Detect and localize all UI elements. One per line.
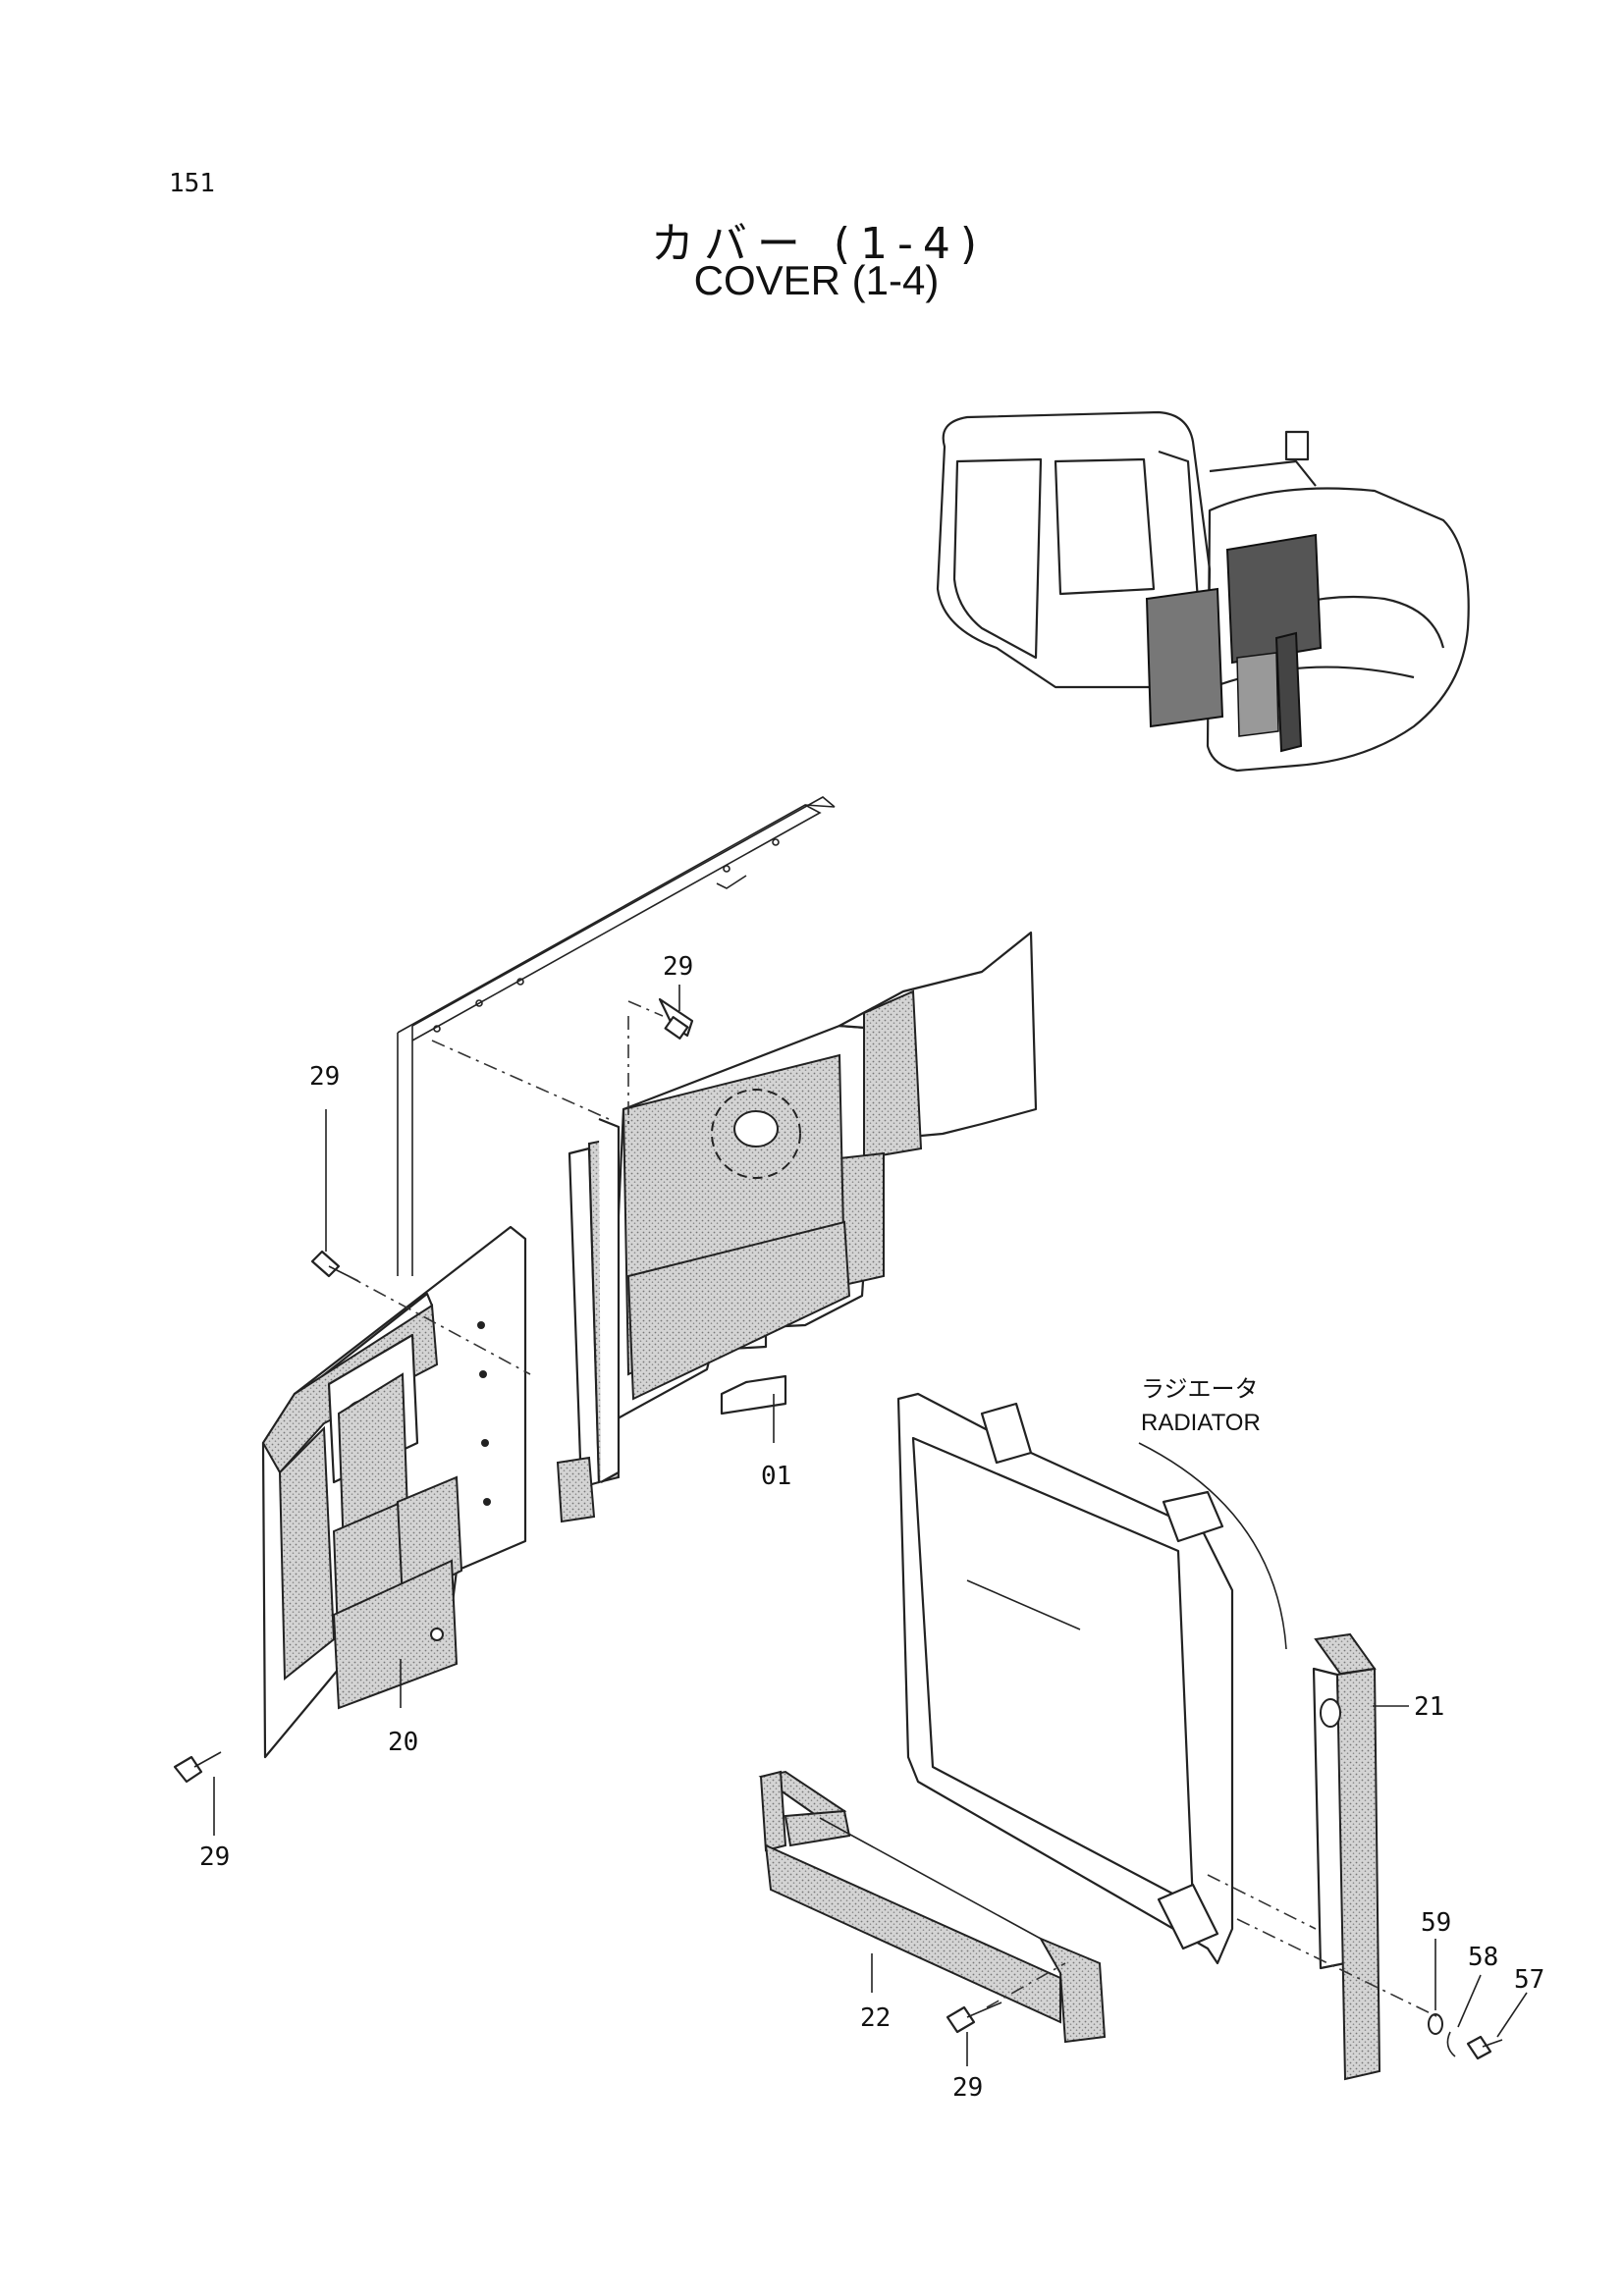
callout-57: 57 [1514, 1965, 1544, 1995]
bolt-29-bottom [946, 2002, 1002, 2034]
assembly-lines [348, 1000, 1439, 2018]
callout-22: 22 [860, 2003, 891, 2033]
page-title: COVER (1-4) [693, 257, 940, 303]
radiator-label-japanese: ラジエータ [1141, 1376, 1259, 1403]
callout-29-bottom: 29 [952, 2073, 983, 2103]
washer-59 [1428, 2013, 1443, 2035]
part-22-seal [758, 1770, 1107, 2044]
callout-21: 21 [1414, 1692, 1444, 1722]
mounting-frame [397, 796, 836, 1276]
callout-29-bottom-left: 29 [199, 1842, 230, 1872]
part-01-cover [556, 931, 1038, 1523]
callout-59: 59 [1421, 1908, 1451, 1938]
callout-58: 58 [1468, 1943, 1498, 1972]
radiator-label: RADIATOR [1141, 1410, 1261, 1436]
page-number: 151 [169, 169, 215, 198]
radiator [896, 1392, 1287, 1965]
callout-01: 01 [761, 1462, 791, 1491]
bolt-29-top [658, 997, 694, 1040]
bolt-57 [1466, 2035, 1503, 2060]
overview-cover-highlight [1145, 533, 1323, 753]
callout-29-left: 29 [309, 1062, 340, 1092]
part-21-seal [1312, 1632, 1381, 2081]
excavator-overview [936, 410, 1470, 773]
part-20-cover [261, 1225, 527, 1759]
callout-29-top: 29 [663, 952, 693, 982]
callout-20: 20 [388, 1728, 418, 1757]
leader-lines [213, 985, 1528, 2066]
washer-58 [1446, 2031, 1456, 2057]
bolt-29-left [310, 1250, 359, 1282]
bolt-29-bottom-left [173, 1751, 222, 1784]
page-title-japanese: カバー (1-4) [650, 219, 988, 269]
